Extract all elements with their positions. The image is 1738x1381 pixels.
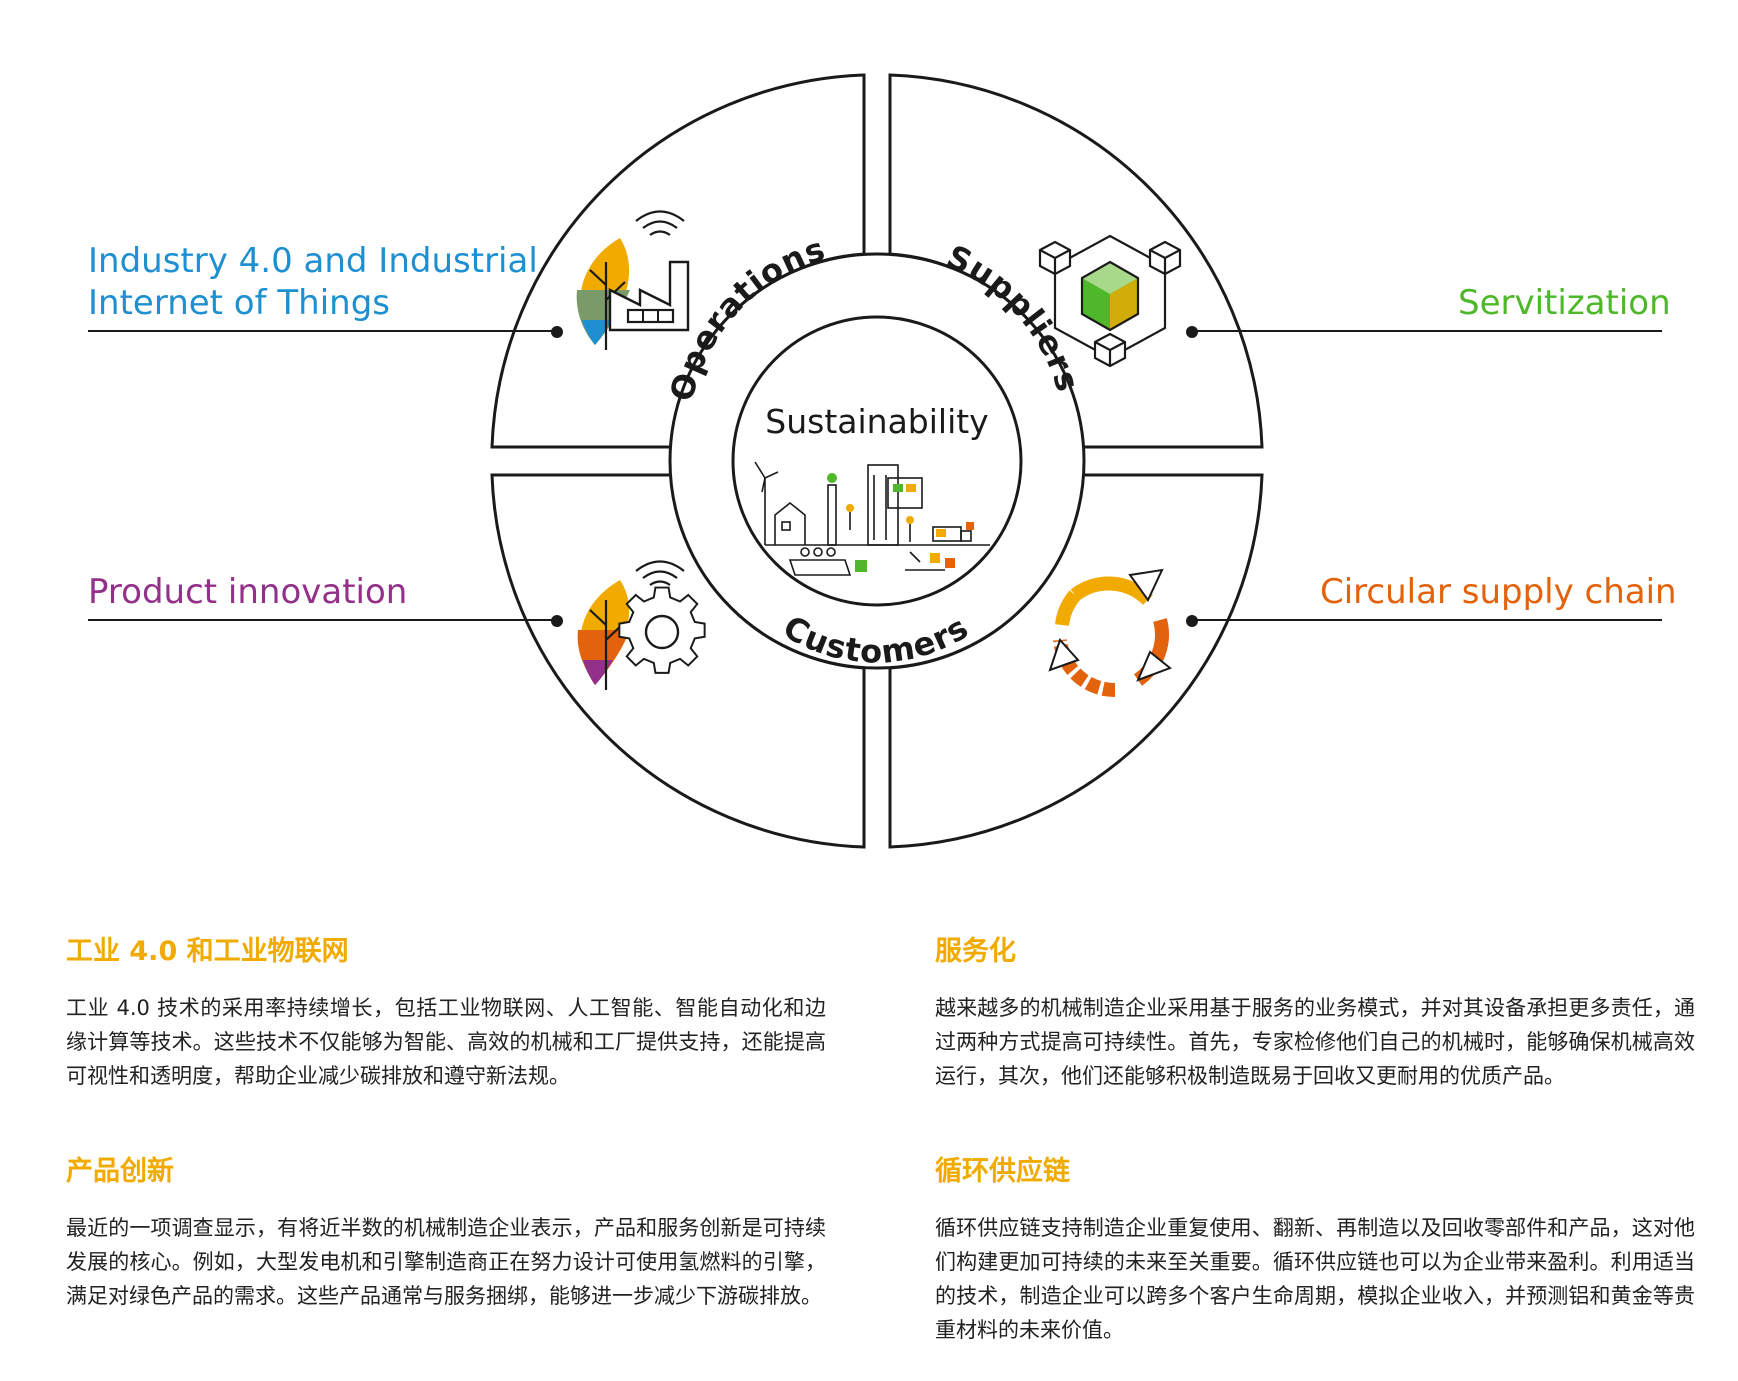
inner-circle [731,315,1023,607]
section-industry-body: 工业 4.0 技术的采用率持续增长，包括工业物联网、人工智能、智能自动化和边缘计… [66,996,826,1088]
section-circular-title: 循环供应链 [935,1156,1070,1187]
label-industry-line2: Internet of Things [88,283,390,323]
label-product: Product innovation [88,572,408,612]
leader-line-product [88,619,556,621]
leader-line-servitization [1190,330,1662,332]
section-circular: 循环供应链 循环供应链支持制造企业重复使用、翻新、再制造以及回收零部件和产品，这… [935,1155,1695,1347]
section-circular-body: 循环供应链支持制造企业重复使用、翻新、再制造以及回收零部件和产品，这对他们构建更… [935,1216,1695,1342]
section-servitization-title: 服务化 [935,936,1016,967]
cube-network-icon [1038,234,1182,368]
section-product-body: 最近的一项调查显示，有将近半数的机械制造企业表示，产品和服务创新是可持续发展的核… [66,1216,826,1308]
center-title: Sustainability [765,402,988,441]
label-circular: Circular supply chain [1320,572,1677,612]
section-product: 产品创新 最近的一项调查显示，有将近半数的机械制造企业表示，产品和服务创新是可持… [66,1155,826,1313]
section-industry-title: 工业 4.0 和工业物联网 [66,936,349,967]
label-industry-line1: Industry 4.0 and Industrial [88,241,538,281]
section-servitization-body: 越来越多的机械制造企业采用基于服务的业务模式，并对其设备承担更多责任，通过两种方… [935,996,1695,1088]
leader-dot-product [551,615,563,627]
label-servitization: Servitization [1458,283,1671,323]
value-chain-diagram: Operations Suppliers Customers Sustainab… [88,73,1677,849]
leaf-gear-icon [577,560,706,690]
section-servitization: 服务化 越来越多的机械制造企业采用基于服务的业务模式，并对其设备承担更多责任，通… [935,935,1695,1093]
label-industry: Industry 4.0 and Industrial Internet of … [88,240,538,324]
leaf-factory-icon [576,210,690,350]
leader-dot-servitization [1186,326,1198,338]
diagram-canvas: Operations Suppliers Customers Sustainab… [490,73,1264,849]
leader-dot-circular [1186,615,1198,627]
section-product-title: 产品创新 [66,1156,174,1187]
recycle-arrows-icon [1048,568,1172,698]
leader-line-circular [1190,619,1662,621]
sustainable-city-illustration [754,461,990,576]
leader-line-industry [88,330,556,332]
leader-dot-industry [551,326,563,338]
section-industry: 工业 4.0 和工业物联网 工业 4.0 技术的采用率持续增长，包括工业物联网、… [66,935,826,1093]
